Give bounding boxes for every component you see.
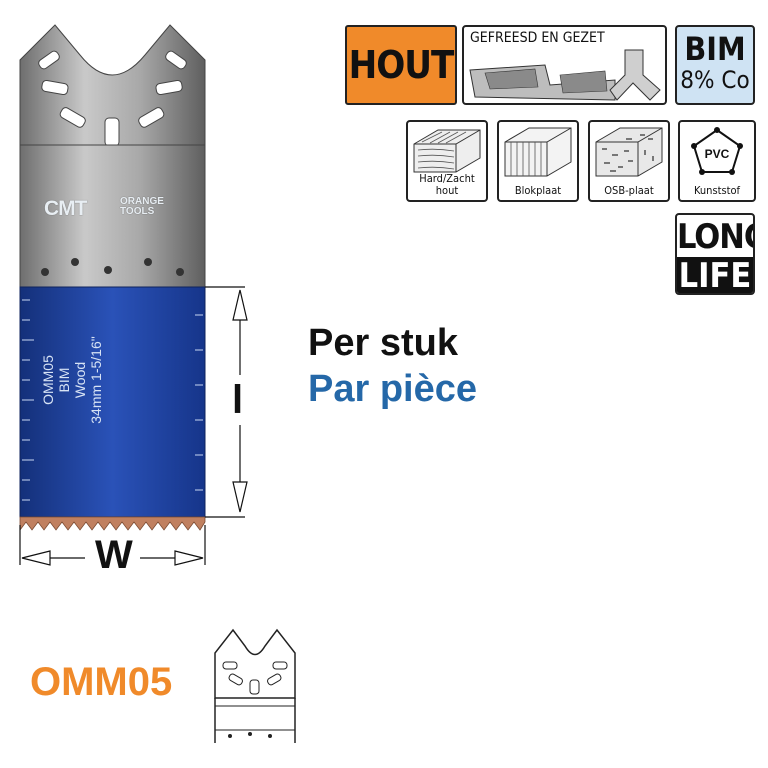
material-kunststof: PVC Kunststof [678,120,756,202]
operation-label: GEFREESD EN GEZET [470,30,605,46]
material-osb-label: OSB-plaat [604,184,654,197]
material-hardwood: Hard/Zacht hout [406,120,488,202]
blade-logo: CMT [44,197,87,220]
material-blokplaat-label: Blokplaat [514,184,562,197]
material-kunststof-label: Kunststof [693,184,741,197]
pvc-pentagon-icon: PVC [691,127,743,175]
svg-text:PVC: PVC [705,147,730,161]
width-dimension-label: W [95,533,133,577]
material-hardwood-label-1: Hard/Zacht [419,172,475,185]
blade-print: OMM05 BIM Wood 34mm 1-5/16" [40,336,104,424]
material-badge-hout: HOUT [345,25,457,105]
length-dimension-label: l [232,378,244,422]
product-code: OMM05 [30,660,173,704]
blade-teeth [19,516,206,532]
blade-shank [19,144,206,288]
blade-body [19,286,206,518]
material-hardwood-label-2: hout [435,184,459,197]
wood-grain-icon [413,129,481,173]
blade-illustration [19,24,248,566]
blockboard-icon [504,127,572,177]
material-blokplaat: Blokplaat [497,120,579,202]
bim-badge: BIM 8% Co [675,25,755,105]
price-unit-nl: Per stuk [308,322,458,364]
price-unit-fr: Par pièce [308,368,477,410]
osb-board-icon [595,127,663,177]
plunge-cut-icon [469,49,661,101]
blade-outline-icon [214,628,296,743]
long-life-badge: LONG LIFE [675,213,755,295]
material-osb: OSB-plaat [588,120,670,202]
